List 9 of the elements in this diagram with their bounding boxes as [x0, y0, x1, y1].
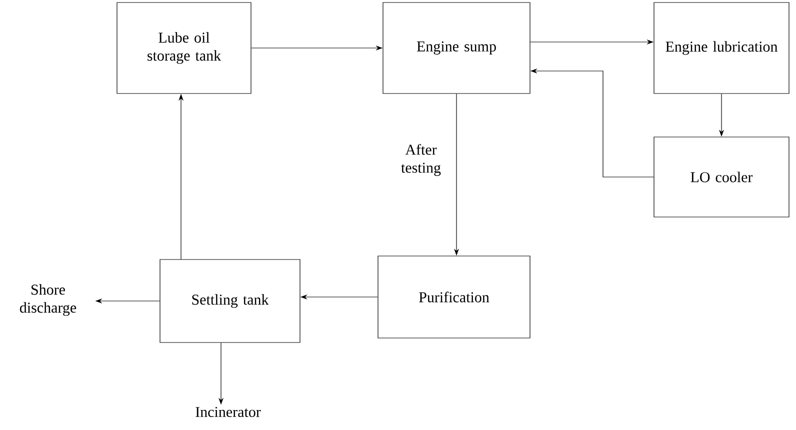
outlet-label: Shore discharge [20, 284, 76, 316]
edge-label: After testing [391, 143, 451, 177]
process-box: Engine sump [382, 2, 530, 94]
process-box: Engine lubrication [654, 2, 790, 94]
process-box: LO cooler [654, 136, 790, 218]
process-box: Settling tank [160, 259, 300, 343]
outlet-label: Incinerator [196, 406, 261, 418]
process-box: Lube oil storage tank [116, 2, 252, 94]
process-box: Purification [378, 256, 530, 338]
